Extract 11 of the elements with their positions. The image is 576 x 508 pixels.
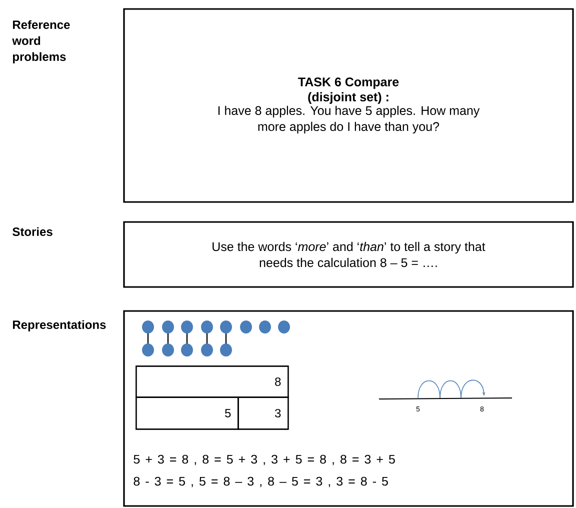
task-box: Use the words ‘more’ and ‘than’ to tell a story that needs the calculation 8 – 5 = ….	[123, 221, 574, 288]
task-box: TASK 6 Compare (disjoint set) : I have 8 apples. You have 5 apples. How many more apples do I have than you?	[123, 8, 574, 203]
row-label: Reference word problems	[12, 20, 70, 64]
equation-row: 8 - 3 = 5 , 5 = 8 – 3 , 8 – 5 = 3 , 3 = 8 - 5	[134, 476, 388, 488]
representation-panel	[123, 310, 574, 507]
bar-model-cell: 5	[136, 396, 239, 430]
bar-model-cell: 3	[238, 396, 289, 430]
equation-row: 5 + 3 = 8 , 8 = 5 + 3 , 3 + 5 = 8 , 8 = 3 + 5	[134, 454, 395, 466]
bar-model-cell: 8	[136, 366, 289, 398]
row-label: Representations	[13, 320, 106, 332]
row-label: Stories	[12, 227, 52, 236]
